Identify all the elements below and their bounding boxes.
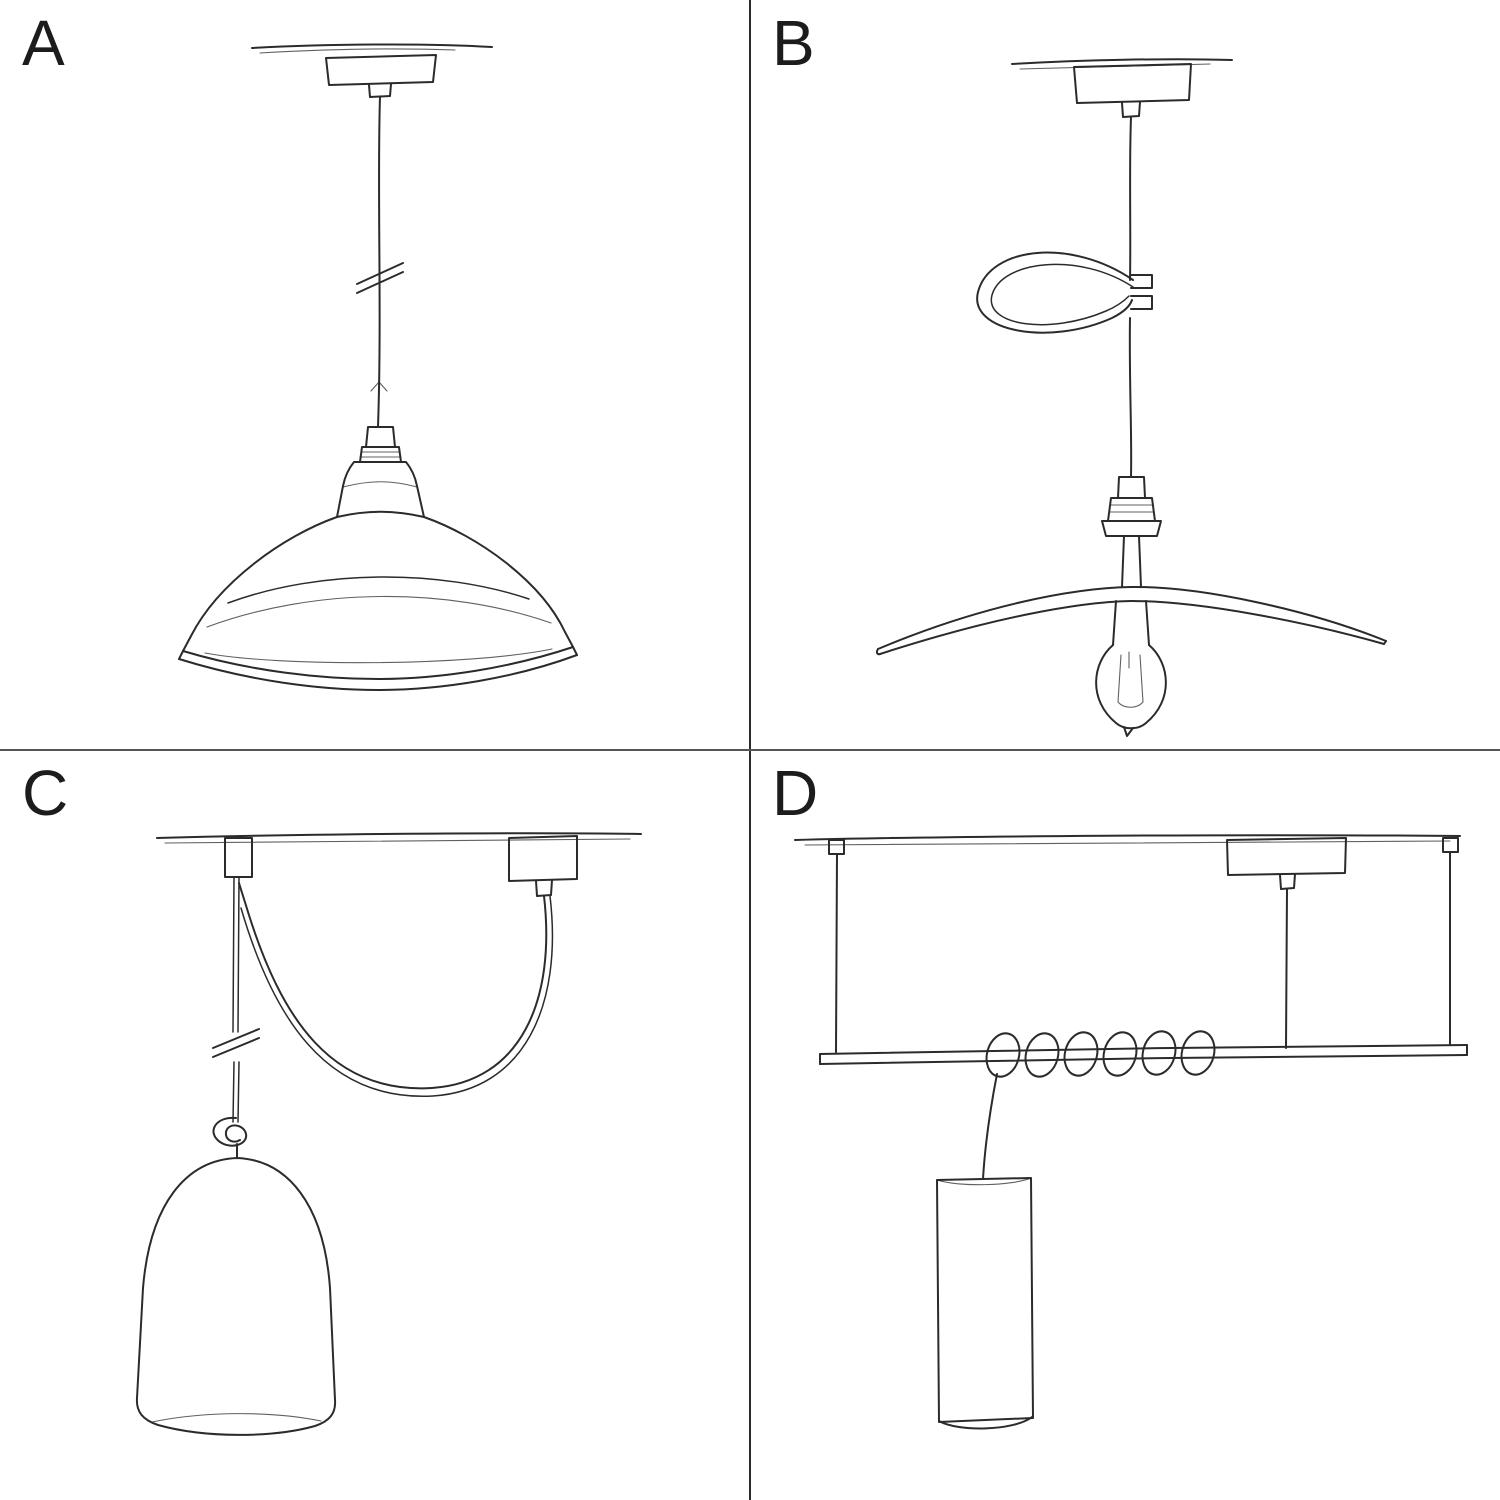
bell-lamp-shade (135, 1157, 337, 1436)
pendant-industrial-shade-sketch (178, 43, 578, 691)
light-bulb (1095, 600, 1167, 737)
horizontal-divider (0, 749, 1500, 751)
pendant-cable (356, 96, 404, 428)
quadrant-c: C (0, 750, 750, 1500)
swag-pendant-bell-shade-sketch (135, 832, 642, 1436)
swag-cable (238, 882, 554, 1097)
tube-pendant (936, 1073, 1034, 1430)
pendant-cable (1128, 116, 1133, 478)
bowl-lamp-shade (178, 516, 578, 691)
lamp-holder (336, 426, 425, 518)
quadrant-b-label: B (772, 7, 816, 79)
quadrant-b: B (750, 0, 1500, 750)
suspension-bar (819, 1044, 1468, 1065)
ceiling-line (156, 832, 642, 844)
quadrant-a-label: A (22, 7, 66, 79)
quadrant-d: D (750, 750, 1500, 1500)
quadrant-a: A (0, 0, 750, 750)
flat-plate-shade (875, 585, 1387, 656)
ceiling-rose (508, 835, 578, 897)
drop-cable (212, 876, 260, 1123)
cable-coil (985, 1030, 1216, 1078)
quadrant-c-label: C (22, 757, 70, 829)
bar-suspension-tube-pendant-sketch (794, 834, 1468, 1430)
lamp-holder (1101, 476, 1162, 588)
ceiling-line (1011, 58, 1233, 70)
quadrant-d-label: D (772, 757, 820, 829)
ceiling-rose (1073, 63, 1192, 118)
ceiling-rose (325, 54, 437, 98)
ceiling-line (794, 834, 1461, 846)
swag-hook-mount (224, 837, 253, 878)
overhand-knot (212, 1116, 248, 1159)
suspension-wires (828, 837, 1459, 1053)
cable-loop-clip (976, 251, 1153, 334)
ceiling-line (251, 43, 493, 54)
ceiling-rose (1226, 837, 1347, 1049)
pendant-flat-shade-bulb-sketch (875, 58, 1387, 737)
